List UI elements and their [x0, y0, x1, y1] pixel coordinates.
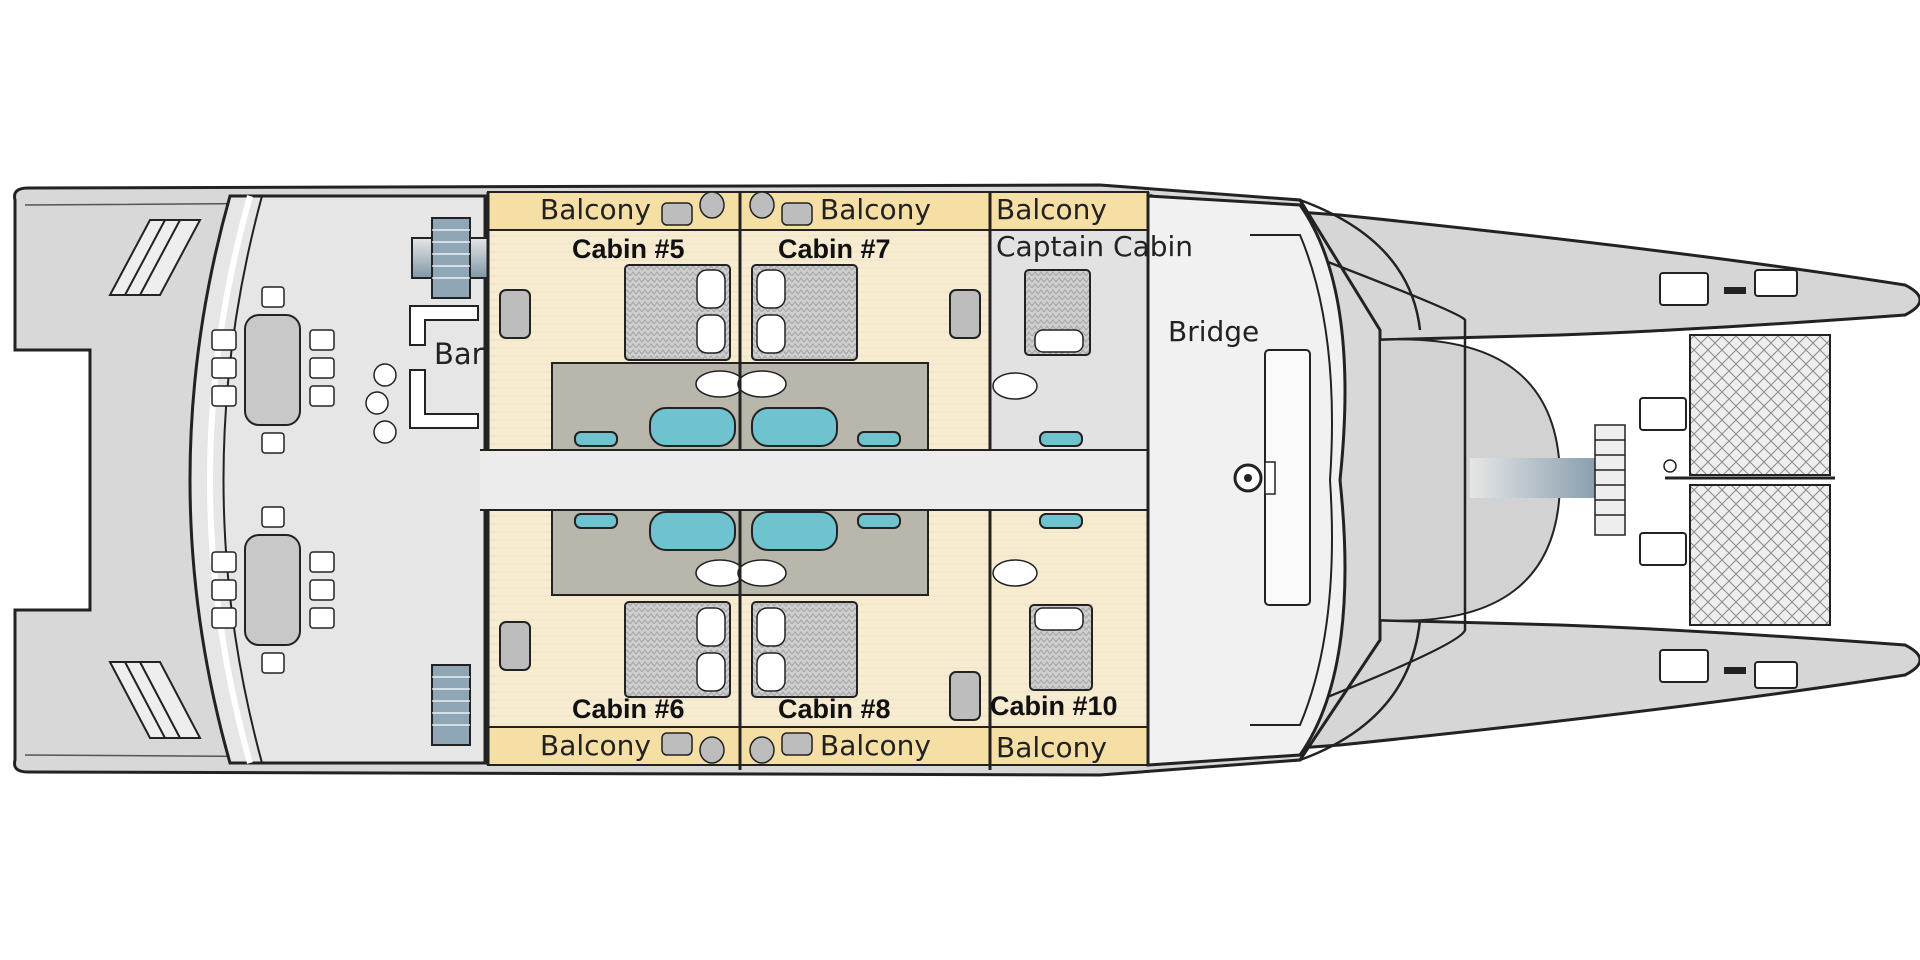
balcony-label-captain: Balcony [996, 193, 1107, 226]
dining-table-upper [211, 286, 335, 454]
side-stairs-upper-flight [431, 217, 471, 299]
balcony-label-c10: Balcony [996, 731, 1107, 764]
bar-label: Bar [434, 337, 484, 371]
fore-stairs [1594, 424, 1626, 536]
captain-cabin-label: Captain Cabin [996, 230, 1193, 263]
balcony-label-c7: Balcony [820, 193, 931, 226]
bridge-label: Bridge [1168, 315, 1259, 348]
bow-fittings [1639, 269, 1798, 689]
bar-stools [365, 363, 397, 444]
balcony-label-c8: Balcony [820, 729, 931, 762]
balcony-label-c6: Balcony [540, 729, 651, 762]
cabin-6-label: Cabin #6 [572, 694, 685, 724]
cabin-7-label: Cabin #7 [778, 234, 891, 264]
bar-counter [409, 305, 479, 429]
cabin-5-label: Cabin #5 [572, 234, 685, 264]
cabin-8-label: Cabin #8 [778, 694, 891, 724]
helm-wheel-icon [1233, 461, 1276, 495]
trampoline-net-lower [1689, 484, 1831, 626]
balcony-label-c5: Balcony [540, 193, 651, 226]
balconies [487, 191, 1149, 766]
trampoline-net-upper [1689, 334, 1831, 476]
toilets [695, 370, 1038, 587]
pillows [696, 269, 1084, 692]
aft-stairs-lower [108, 661, 202, 739]
fore-walkway [1470, 458, 1610, 498]
cabin-10-label: Cabin #10 [990, 691, 1118, 721]
armchairs [499, 289, 981, 721]
aft-stairs-upper [108, 219, 202, 296]
balcony-furniture [661, 191, 813, 764]
dining-table-lower [211, 506, 335, 674]
side-stairs-lower-flight [431, 664, 471, 746]
central-corridor [480, 450, 1150, 510]
bathtubs [574, 407, 1083, 551]
